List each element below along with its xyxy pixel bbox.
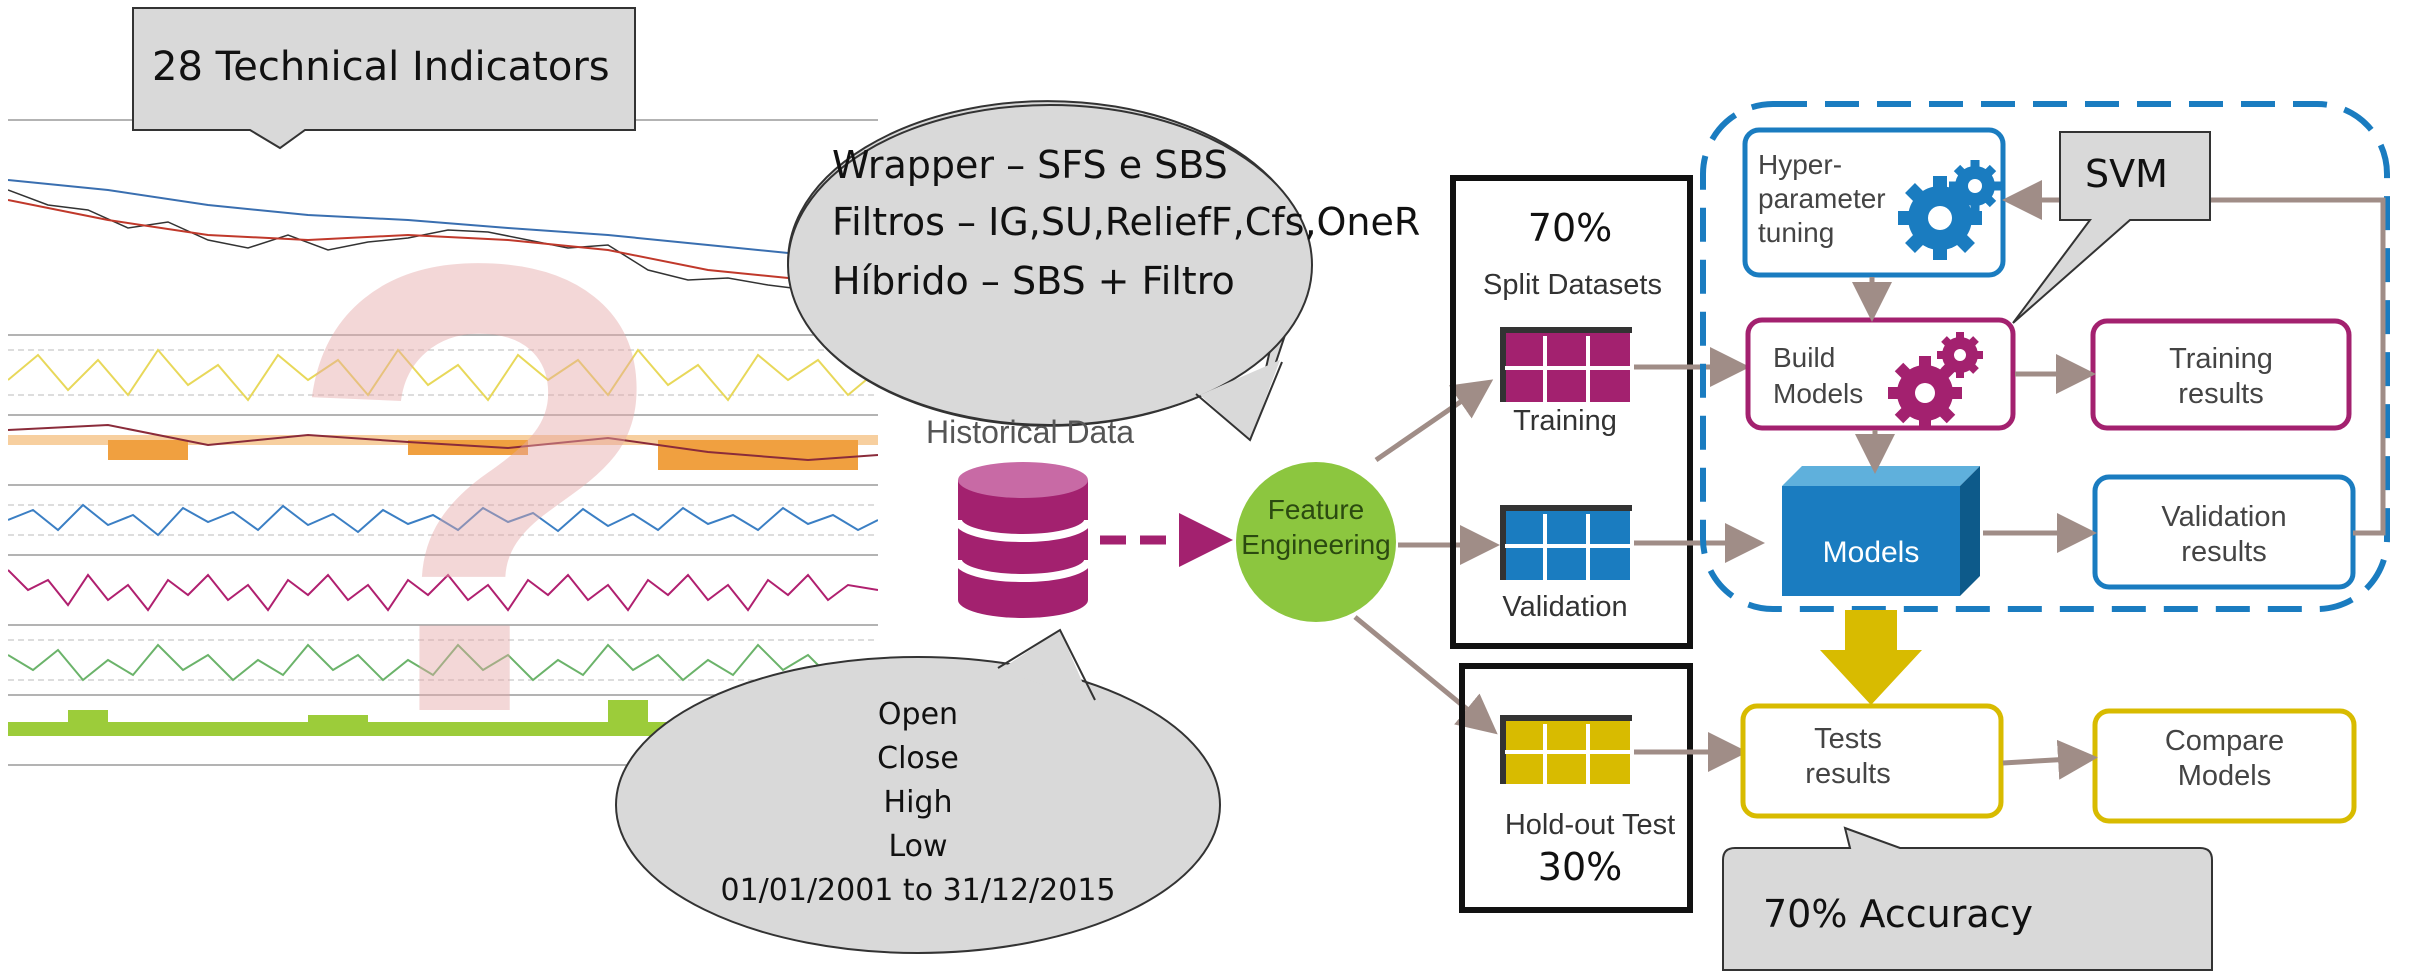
build-line-2: Models: [1773, 378, 1864, 409]
wrapper-line-2: Filtros – IG,SU,ReliefF,Cfs,OneR: [832, 200, 1421, 244]
wrapper-line-1: Wrapper – SFS e SBS: [832, 143, 1228, 187]
database-icon: [954, 462, 1092, 618]
hyper-line-1: Hyper-: [1758, 149, 1843, 180]
split-percent-bottom: 30%: [1537, 845, 1623, 889]
wrapper-line-3: Híbrido – SBS + Filtro: [832, 259, 1235, 303]
holdout-box: [1459, 663, 1693, 913]
validation-label: Validation: [1502, 591, 1628, 623]
build-models-text: Build Models: [1773, 340, 1863, 412]
data-line-high: High: [883, 785, 953, 820]
split-percent-top: 70%: [1527, 206, 1613, 250]
split-datasets-box: [1450, 175, 1693, 649]
validation-results-line-1: Validation: [2161, 501, 2287, 533]
validation-results-line-2: results: [2181, 535, 2267, 568]
tests-results-box: [1740, 703, 2004, 819]
gear-icon-magenta: [1888, 332, 1983, 430]
stock-chart-image: ?: [7, 110, 879, 846]
indicators-label: 28 Technical Indicators: [152, 44, 610, 90]
validation-table-icon: [1500, 505, 1632, 580]
data-line-low: Low: [888, 829, 948, 864]
holdout-table-icon: [1500, 715, 1632, 784]
holdout-label: Hold-out Test: [1504, 809, 1676, 841]
data-line-close: Close: [877, 741, 959, 776]
tests-results-text: Tests results: [1743, 722, 1953, 792]
training-results-line-2: results: [2178, 377, 2264, 410]
tests-results-line-2: results: [1805, 757, 1891, 790]
data-line-open: Open: [877, 697, 959, 732]
feature-engineering-line2: Engineering: [1241, 529, 1391, 560]
stock-chart-svg: ?: [7, 110, 879, 846]
models-cube: [1782, 466, 1980, 596]
svg-text:?: ?: [283, 131, 674, 800]
gear-icon-blue: [1898, 160, 2001, 260]
hyper-line-2: parameter: [1758, 183, 1886, 214]
split-datasets-label: Split Datasets: [1483, 269, 1662, 301]
compare-line-1: Compare: [2164, 725, 2285, 757]
indicators-callout: [132, 7, 636, 150]
historical-data-label: Historical Data: [925, 414, 1135, 450]
models-label: Models: [1822, 536, 1920, 569]
tests-results-line-1: Tests: [1814, 723, 1882, 755]
training-results-text: Training results: [2093, 342, 2349, 412]
validation-results-text: Validation results: [2095, 500, 2353, 570]
build-line-1: Build: [1773, 342, 1836, 373]
svm-label: SVM: [2085, 152, 2168, 196]
training-results-line-1: Training: [2169, 343, 2273, 375]
feature-engineering-node: [1236, 462, 1396, 622]
compare-models-text: Compare Models: [2095, 724, 2354, 794]
compare-line-2: Models: [2177, 759, 2272, 792]
accuracy-callout: [1722, 826, 2213, 971]
training-table-icon: [1500, 327, 1632, 402]
feature-engineering-line1: Feature: [1267, 494, 1365, 525]
svm-callout: [2012, 131, 2211, 324]
model-pipeline-container: [1700, 101, 2390, 612]
yellow-down-arrow: [1820, 610, 1922, 705]
training-label: Training: [1513, 405, 1617, 437]
data-line-dates: 01/01/2001 to 31/12/2015: [720, 873, 1116, 908]
hyper-parameter-text: Hyper- parameter tuning: [1758, 148, 1886, 250]
hyper-line-3: tuning: [1758, 217, 1835, 248]
accuracy-label: 70% Accuracy: [1763, 892, 2034, 936]
